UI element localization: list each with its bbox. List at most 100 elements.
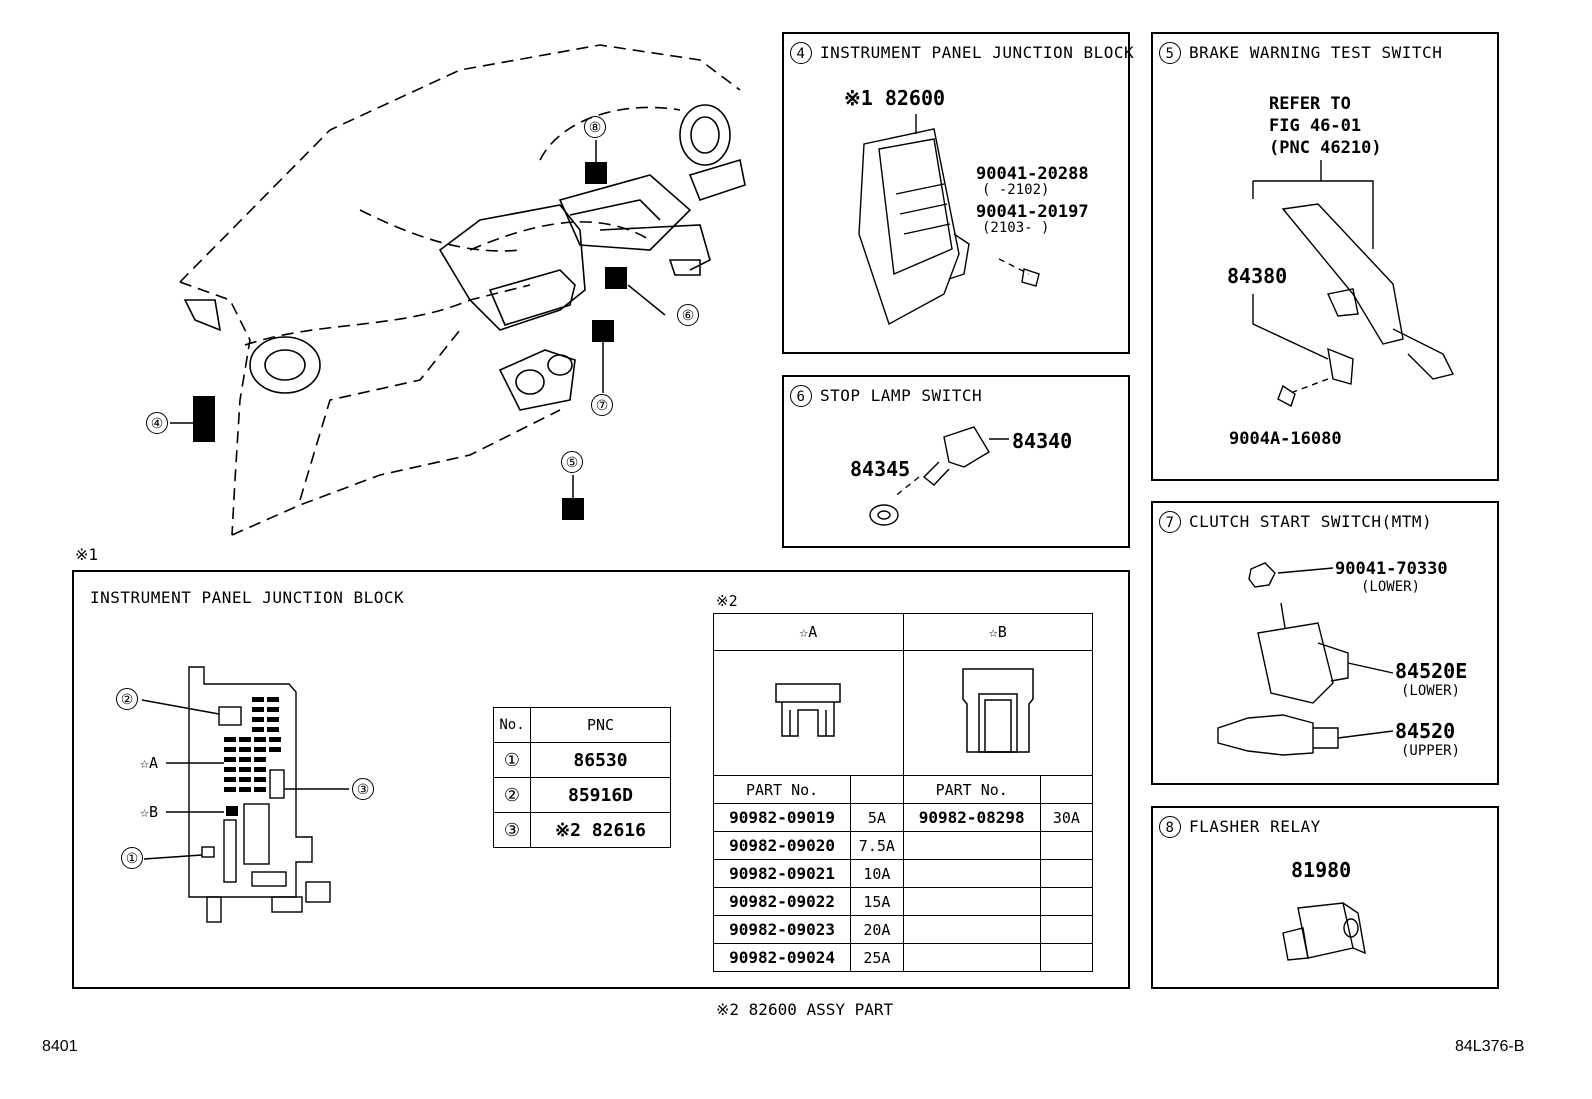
fuse-a-amp: 10A: [850, 859, 904, 888]
part-84520: 84520: [1395, 719, 1456, 743]
marker-6: [605, 267, 627, 289]
page-code-left: 8401: [42, 1038, 78, 1055]
stop-lamp-switch-drawing: [869, 426, 1009, 526]
refer-line3: (PNC 46210): [1269, 138, 1382, 158]
pnc-header-pnc: PNC: [530, 707, 671, 743]
fuse-b-part: [902, 859, 1041, 888]
callout-7: ⑦: [591, 394, 621, 416]
junction-block-drawing: [858, 114, 1040, 326]
mini-fuse-icon: [775, 683, 842, 737]
page-code-right: 84L376-B: [1455, 1038, 1525, 1055]
fuse-a-amp: 7.5A: [850, 831, 904, 860]
pnc-header-no: No.: [493, 707, 531, 743]
fuse-a-part: 90982-09019: [712, 803, 852, 832]
label-3: ③: [352, 778, 382, 800]
note-mark-1: ※1: [75, 545, 99, 564]
fuse-b-amp-header: [1039, 775, 1094, 804]
bolt-90041-20288: 90041-20288: [976, 164, 1089, 184]
fuse-a-amp: 25A: [850, 943, 904, 972]
clutch-switch-drawing: [1217, 562, 1394, 756]
table-row: ② 85916D: [493, 777, 671, 813]
part-84340: 84340: [1012, 429, 1073, 453]
fuse-b-drawing-cell: [902, 650, 1094, 776]
flasher-relay-drawing: [1282, 902, 1366, 961]
fuse-b-part: [902, 943, 1041, 972]
marker-5: [562, 498, 584, 520]
fuse-b-part: [902, 915, 1041, 944]
fuse-b-amp: [1039, 859, 1094, 888]
fuse-b-amp: [1039, 915, 1094, 944]
table-row: 90982-09020 7.5A: [712, 831, 1094, 860]
label-2: ②: [116, 688, 146, 710]
table-row: 90982-09023 20A: [712, 915, 1094, 944]
table-row: 90982-09022 15A: [712, 887, 1094, 916]
pnc-value: 86530: [530, 742, 671, 778]
fuse-b-part-header: PART No.: [902, 775, 1041, 804]
nut-90041-70330: 90041-70330: [1335, 559, 1448, 579]
fuse-b-amp: [1039, 943, 1094, 972]
table-row: 90982-09019 5A 90982-08298 30A: [712, 803, 1094, 832]
part-81980: 81980: [1291, 858, 1352, 882]
fuse-a-amp-header: [850, 775, 904, 804]
fuse-a-part: 90982-09022: [712, 887, 852, 916]
lower-note: (LOWER): [1401, 683, 1461, 699]
part-82600: ※1 82600: [844, 86, 946, 110]
fuse-b-part: 90982-08298: [902, 803, 1041, 832]
pnc-no: ②: [493, 777, 531, 813]
nut-note: (LOWER): [1361, 579, 1421, 595]
fuse-table: ☆A ☆B PART No. PART N: [712, 613, 1094, 972]
fuse-b-amp: [1039, 887, 1094, 916]
fuse-col-b: ☆B: [902, 613, 1094, 651]
junction-block-detail-drawing: [141, 666, 349, 923]
upper-note: (UPPER): [1401, 743, 1461, 759]
pnc-value: ※2 82616: [530, 812, 671, 848]
table-row: 90982-09024 25A: [712, 943, 1094, 972]
fuse-a-amp: 15A: [850, 887, 904, 916]
marker-4: [193, 396, 215, 442]
fuse-b-part: [902, 887, 1041, 916]
pnc-no: ③: [493, 812, 531, 848]
callout-8: ⑧: [584, 116, 614, 138]
footer-note: ※2 82600 ASSY PART: [716, 1000, 894, 1019]
refer-line1: REFER TO: [1269, 94, 1351, 114]
note-mark-2: ※2: [716, 592, 738, 610]
fuse-b-amp: 30A: [1039, 803, 1094, 832]
part-84345: 84345: [850, 457, 911, 481]
fuse-a-part: 90982-09023: [712, 915, 852, 944]
fuse-a-part: 90982-09021: [712, 859, 852, 888]
detail-title: INSTRUMENT PANEL JUNCTION BLOCK: [90, 588, 405, 607]
bolt-90041-20197: 90041-20197: [976, 202, 1089, 222]
marker-8: [585, 162, 607, 184]
table-row: ③ ※2 82616: [493, 812, 671, 848]
fuse-col-a: ☆A: [713, 613, 904, 651]
fuse-b-part: [902, 831, 1041, 860]
part-84380: 84380: [1227, 264, 1288, 288]
callout-4: ④: [146, 412, 176, 434]
refer-line2: FIG 46-01: [1269, 116, 1362, 136]
marker-7: [592, 320, 614, 342]
pnc-no: ①: [493, 742, 531, 778]
label-1: ①: [121, 847, 151, 869]
panel-junction-block-detail: INSTRUMENT PANEL JUNCTION BLOCK: [72, 570, 1130, 989]
callout-5: ⑤: [561, 451, 591, 473]
fuse-a-part: 90982-09024: [712, 943, 852, 972]
screw-9004A-16080: 9004A-16080: [1229, 429, 1342, 449]
table-row: ① 86530: [493, 742, 671, 778]
part-84520E: 84520E: [1395, 659, 1468, 683]
pnc-table: No. PNC ① 86530 ② 85916D ③ ※2 82616: [493, 707, 671, 848]
table-row: 90982-09021 10A: [712, 859, 1094, 888]
fuse-a-amp: 5A: [850, 803, 904, 832]
pnc-value: 85916D: [530, 777, 671, 813]
cartridge-fuse-icon: [962, 667, 1034, 753]
bolt1-range: ( -2102): [982, 182, 1050, 198]
fuse-b-amp: [1039, 831, 1094, 860]
bolt2-range: (2103- ): [982, 220, 1050, 236]
callout-6: ⑥: [677, 304, 707, 326]
